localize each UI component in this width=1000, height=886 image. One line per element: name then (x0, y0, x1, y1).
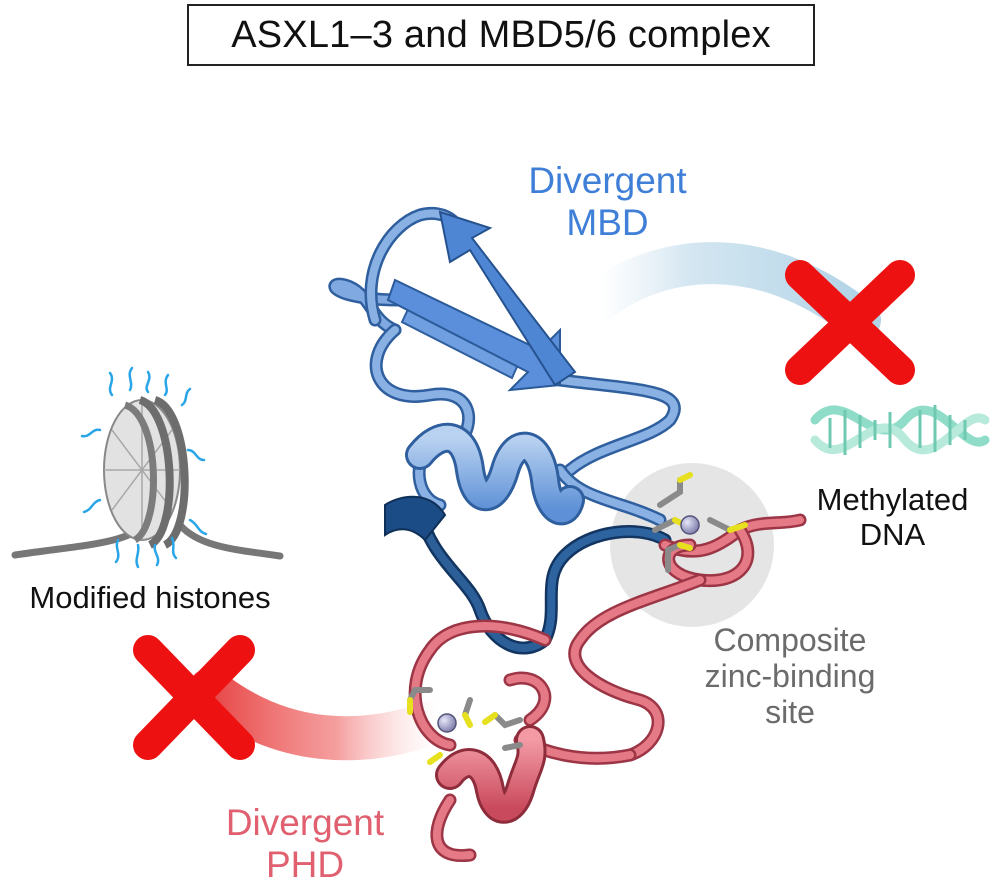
label-line: zinc-binding (704, 658, 876, 695)
zinc-coordination-site-upper (652, 472, 748, 573)
label-line: site (765, 694, 815, 731)
divergent-phd-label: Divergent PHD (190, 802, 420, 886)
zinc-binding-site-label: Composite zinc-binding site (655, 622, 925, 730)
label-line: DNA (859, 517, 926, 553)
label-line: Modified histones (29, 580, 271, 615)
mbd-beta-sheet (386, 210, 577, 392)
label-line: Divergent (225, 802, 385, 843)
modified-histones-label: Modified histones (0, 580, 300, 615)
label-line: PHD (265, 843, 345, 885)
zinc-ion-icon (680, 515, 700, 535)
phd-domain (408, 513, 807, 863)
label-line: Composite (713, 622, 867, 658)
red-x-icon (785, 260, 915, 385)
dna-helix-icon (810, 405, 990, 455)
label-line: Methylated (816, 482, 969, 517)
title-box: ASXL1–3 and MBD5/6 complex (187, 4, 815, 66)
beta-strand-3 (438, 210, 577, 387)
red-x-icon (133, 635, 255, 760)
methylated-dna-label: Methylated DNA (790, 482, 995, 552)
page-title: ASXL1–3 and MBD5/6 complex (231, 13, 771, 56)
label-line: MBD (566, 201, 649, 243)
label-line: Divergent (528, 160, 687, 201)
nucleosome-icon (11, 366, 284, 569)
zinc-ion-icon (437, 713, 457, 733)
phd-helix (435, 725, 547, 824)
phd-glow-band (188, 668, 462, 761)
divergent-mbd-label: Divergent MBD (500, 160, 715, 244)
mbd-helix (384, 422, 585, 542)
zinc-coordination-site-lower (407, 687, 523, 765)
